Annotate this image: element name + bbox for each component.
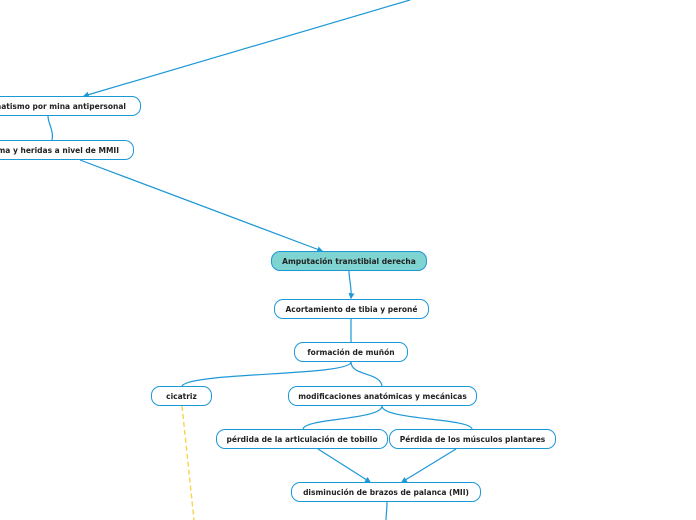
- node-perdida-tobillo[interactable]: pérdida de la articulación de tobillo: [216, 429, 388, 449]
- node-trauma-mina-label: raumatismo por mina antipersonal: [0, 101, 126, 111]
- node-acortamiento-label: Acortamiento de tibia y peroné: [285, 304, 418, 314]
- node-cicatriz[interactable]: cicatriz: [151, 386, 212, 406]
- link-tobillo-to-brazos: [317, 448, 372, 483]
- node-perdida-tobillo-label: pérdida de la articulación de tobillo: [226, 434, 378, 444]
- link-root-to-trauma-mina: [82, 0, 411, 98]
- link-modificaciones-to-musculos: [381, 405, 473, 430]
- node-modificaciones[interactable]: modificaciones anatómicas y mecánicas: [288, 386, 477, 406]
- node-trauma-heridas[interactable]: auma y heridas a nivel de MMII: [0, 140, 134, 160]
- link-musculos-to-brazos: [400, 448, 457, 483]
- node-trauma-mina[interactable]: raumatismo por mina antipersonal: [0, 96, 141, 116]
- link-brazos-downward: [385, 501, 388, 520]
- node-modificaciones-label: modificaciones anatómicas y mecánicas: [298, 391, 467, 401]
- node-acortamiento[interactable]: Acortamiento de tibia y peroné: [274, 299, 429, 319]
- node-munon[interactable]: formación de muñón: [294, 342, 408, 362]
- link-munon-to-cicatriz: [181, 361, 352, 387]
- dashed-link-cicatriz: [181, 405, 195, 520]
- link-modificaciones-to-tobillo: [302, 405, 383, 430]
- node-brazos-palanca-label: disminución de brazos de palanca (MII): [303, 487, 469, 497]
- link-amputacion-to-acortamiento: [348, 270, 355, 300]
- link-trauma-mina-to-heridas: [47, 115, 54, 141]
- node-amputacion-label: Amputación transtibial derecha: [282, 256, 416, 266]
- node-munon-label: formación de muñón: [307, 347, 395, 357]
- link-munon-to-modificaciones: [350, 361, 383, 387]
- link-heridas-to-amputacion: [79, 159, 324, 253]
- node-perdida-musculos-label: Pérdida de los músculos plantares: [399, 434, 546, 444]
- node-brazos-palanca[interactable]: disminución de brazos de palanca (MII): [291, 482, 481, 502]
- node-amputacion[interactable]: Amputación transtibial derecha: [271, 251, 427, 271]
- node-cicatriz-label: cicatriz: [166, 391, 197, 401]
- node-trauma-heridas-label: auma y heridas a nivel de MMII: [0, 145, 119, 155]
- node-perdida-musculos[interactable]: Pérdida de los músculos plantares: [389, 429, 556, 449]
